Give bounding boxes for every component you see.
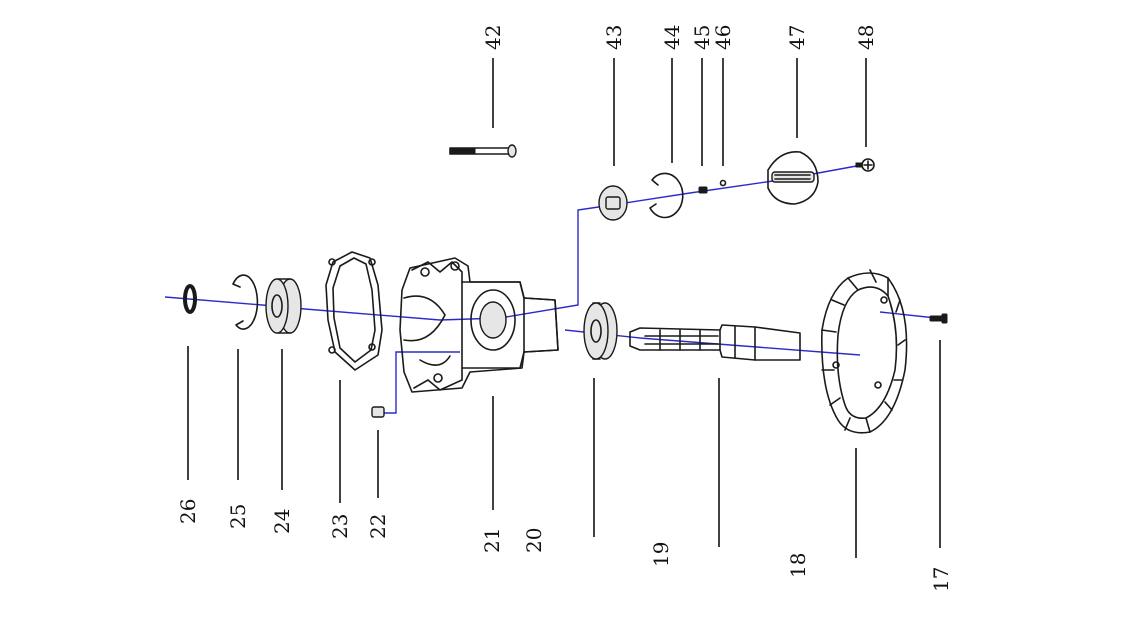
callout-23: 23 xyxy=(328,514,352,539)
cross-screw-part-48 xyxy=(855,158,875,172)
callout-20: 20 xyxy=(522,528,546,553)
long-bolt-part-42 xyxy=(449,144,517,158)
retaining-ring-part-25 xyxy=(232,274,259,330)
callout-labels: 17 18 19 20 21 22 23 24 25 26 42 43 44 4… xyxy=(176,25,953,592)
gasket-part-23 xyxy=(325,251,383,371)
callout-45: 45 xyxy=(690,25,714,50)
spline-shaft-part-19 xyxy=(629,324,801,361)
callout-42: 42 xyxy=(481,25,505,50)
callout-43: 43 xyxy=(602,25,626,50)
callout-24: 24 xyxy=(270,509,294,534)
callout-47: 47 xyxy=(785,25,809,50)
circlip-part-44 xyxy=(649,172,684,219)
ring-gear-part-18 xyxy=(821,269,908,434)
spring-part-45 xyxy=(698,186,708,194)
snap-ring-part-26 xyxy=(183,284,197,314)
screw-part-17 xyxy=(929,313,948,324)
bearing-part-24 xyxy=(265,278,302,334)
callout-44: 44 xyxy=(660,25,684,50)
gear-housing-part-21 xyxy=(399,257,559,393)
steel-ball-part-46 xyxy=(719,179,727,187)
callout-46: 46 xyxy=(711,25,735,50)
pinion-part-43 xyxy=(598,185,628,221)
callout-22: 22 xyxy=(366,514,390,539)
washer-part-20 xyxy=(583,302,618,360)
leader-lines xyxy=(187,58,941,558)
selector-knob-part-47 xyxy=(767,151,819,205)
dowel-pin-part-22 xyxy=(371,406,385,418)
callout-18: 18 xyxy=(786,553,810,578)
callout-26: 26 xyxy=(176,499,200,524)
callout-19: 19 xyxy=(649,542,673,567)
callout-48: 48 xyxy=(854,25,878,50)
callout-17: 17 xyxy=(929,567,953,592)
callout-21: 21 xyxy=(480,528,504,553)
callout-25: 25 xyxy=(226,504,250,529)
